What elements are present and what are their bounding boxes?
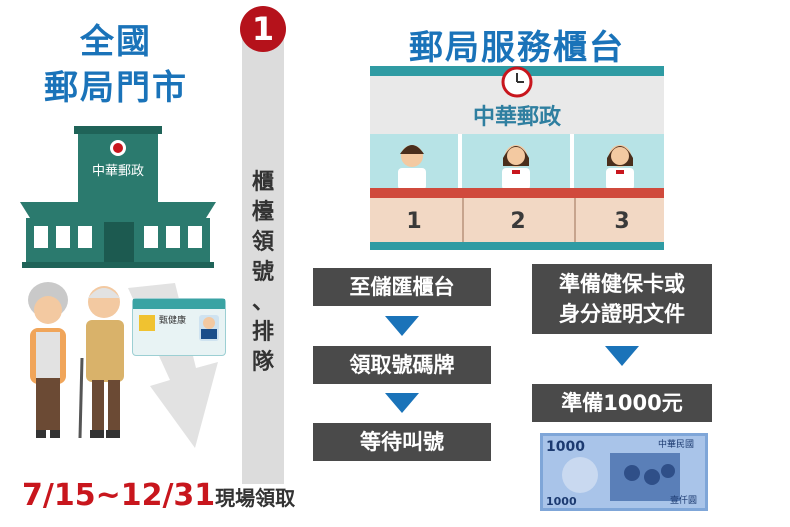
down-arrow-icon — [605, 346, 639, 366]
vertical-divider-bar — [242, 20, 284, 484]
left-title-line1: 全國 — [80, 22, 152, 62]
date-suffix: 現場領取 — [215, 486, 296, 510]
grandfather-figure — [78, 286, 124, 439]
vertical-char: 、 — [251, 290, 274, 315]
down-arrow-icon — [385, 393, 419, 413]
vertical-char: 排 — [251, 320, 274, 345]
flow-step-take-number: 領取號碼牌 — [313, 346, 491, 384]
flow-step-wait-call: 等待叫號 — [313, 423, 491, 461]
vertical-step-text: 櫃 檯 領 號 、 排 隊 — [242, 168, 284, 378]
vertical-char: 隊 — [251, 350, 274, 375]
down-arrow-icon — [385, 316, 419, 336]
counter-number-1: 1 — [406, 209, 421, 234]
health-insurance-card: 甄健康 — [132, 298, 226, 356]
banknote-issuer: 中華民國 — [658, 438, 694, 450]
counter-number-2: 2 — [510, 209, 525, 234]
flow-step-prepare-id: 準備健保卡或 身分證明文件 — [532, 264, 712, 334]
date-range-value: 7/15~12/31 — [22, 478, 216, 513]
building-sign: 中華郵政 — [92, 164, 144, 179]
flow-step-prepare-money: 準備1000元 — [532, 384, 712, 422]
post-office-illustration: 中華郵政 — [20, 126, 218, 448]
counter-illustration: 中華郵政 1 2 3 — [370, 66, 664, 250]
vertical-char: 領 — [251, 230, 274, 255]
vertical-char: 櫃 — [251, 170, 274, 195]
date-range: 7/15~12/31現場領取 — [22, 478, 295, 513]
banknote-denomination: 壹仟圓 — [670, 494, 697, 506]
banknote-value-top: 1000 — [546, 439, 585, 455]
step-number-badge: 1 — [240, 6, 286, 52]
flow-step-savings-counter: 至儲匯櫃台 — [313, 268, 491, 306]
banknote-image: 1000 1000 中華民國 壹仟圓 — [540, 433, 708, 511]
prepare-id-line1: 準備健保卡或 — [559, 272, 685, 296]
clerk-2 — [502, 145, 530, 190]
vertical-char: 號 — [251, 260, 274, 285]
vertical-char: 檯 — [251, 200, 274, 225]
clerk-3 — [606, 145, 634, 190]
clerk-1 — [398, 145, 426, 190]
right-title: 郵局服務櫃台 — [409, 28, 625, 68]
grandmother-figure — [28, 282, 68, 438]
card-holder-name: 甄健康 — [159, 316, 187, 326]
left-title-line2: 郵局門市 — [44, 68, 188, 108]
counter-number-3: 3 — [614, 209, 629, 234]
prepare-id-line2: 身分證明文件 — [559, 302, 685, 326]
counter-sign: 中華郵政 — [473, 104, 562, 130]
banknote-value-bottom: 1000 — [546, 495, 577, 508]
